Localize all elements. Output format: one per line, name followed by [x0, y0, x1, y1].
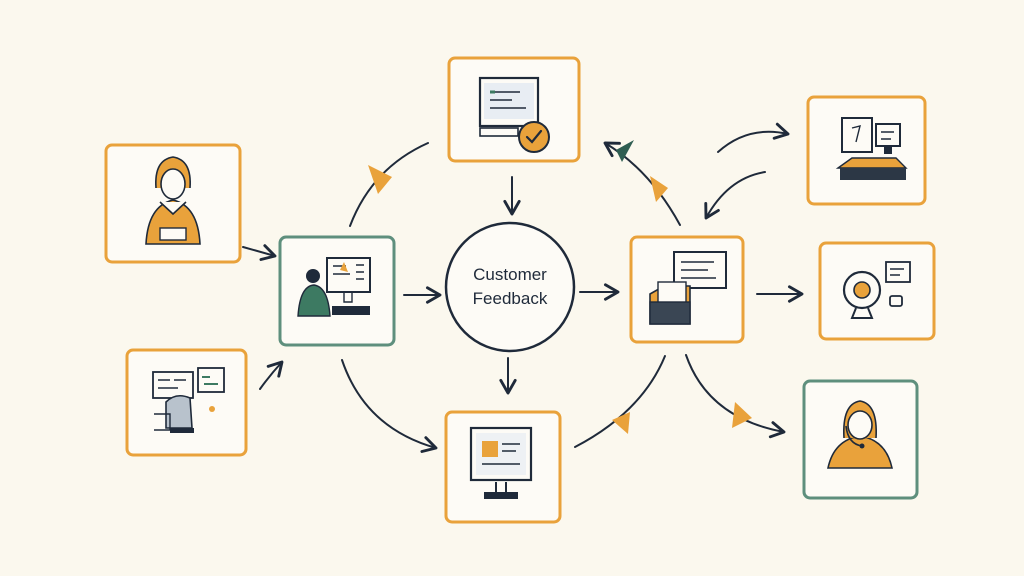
person-headset-icon: [827, 400, 893, 469]
desk-screens-icon: [835, 117, 908, 180]
hub-label-line2: Feedback: [473, 289, 548, 308]
node-support-agent[interactable]: [802, 379, 919, 500]
node-webcam-device[interactable]: [818, 241, 936, 341]
node-customer-top-left[interactable]: [104, 143, 242, 264]
orange-arrowhead-icon: [368, 165, 392, 194]
monitor-report-icon: [469, 426, 533, 499]
connectors: [242, 122, 804, 453]
arc-report-to-processing: [574, 355, 666, 448]
node-desk-screens[interactable]: [806, 95, 927, 206]
documents-folder-icon: [649, 251, 727, 325]
arc-desk-to-left: [717, 122, 790, 153]
orange-accents: [368, 165, 752, 434]
monitor-checkmark-icon: [478, 76, 550, 153]
orange-arrowhead-icon: [650, 176, 668, 202]
webcam-icon: [842, 261, 911, 319]
node-report-monitor[interactable]: [444, 410, 562, 524]
node-agent-workstation[interactable]: [278, 235, 396, 347]
arc-agent-to-top-monitor: [349, 142, 429, 227]
hub-node[interactable]: Customer Feedback: [444, 221, 576, 353]
agent-computer-icon: [297, 257, 371, 317]
node-approved-monitor[interactable]: [447, 56, 581, 163]
person-headset-icon: [145, 156, 201, 245]
arc-processing-to-support: [685, 354, 786, 439]
hub-label-line1: Customer: [473, 265, 547, 284]
arc-desk-to-processing: [704, 171, 766, 220]
orange-arrowhead-icon: [732, 402, 752, 428]
arc-processing-to-top: [603, 141, 681, 226]
arc-agent-to-report: [341, 359, 438, 453]
arrow-customer-to-agent: [242, 244, 277, 261]
teal-arrowhead-icon: [616, 140, 634, 162]
node-kiosk-terminal[interactable]: [125, 348, 248, 457]
orange-arrowhead-icon: [612, 412, 630, 434]
terminal-screens-icon: [152, 367, 225, 433]
arrow-kiosk-to-agent: [259, 360, 284, 390]
node-feedback-processing[interactable]: [629, 235, 745, 344]
